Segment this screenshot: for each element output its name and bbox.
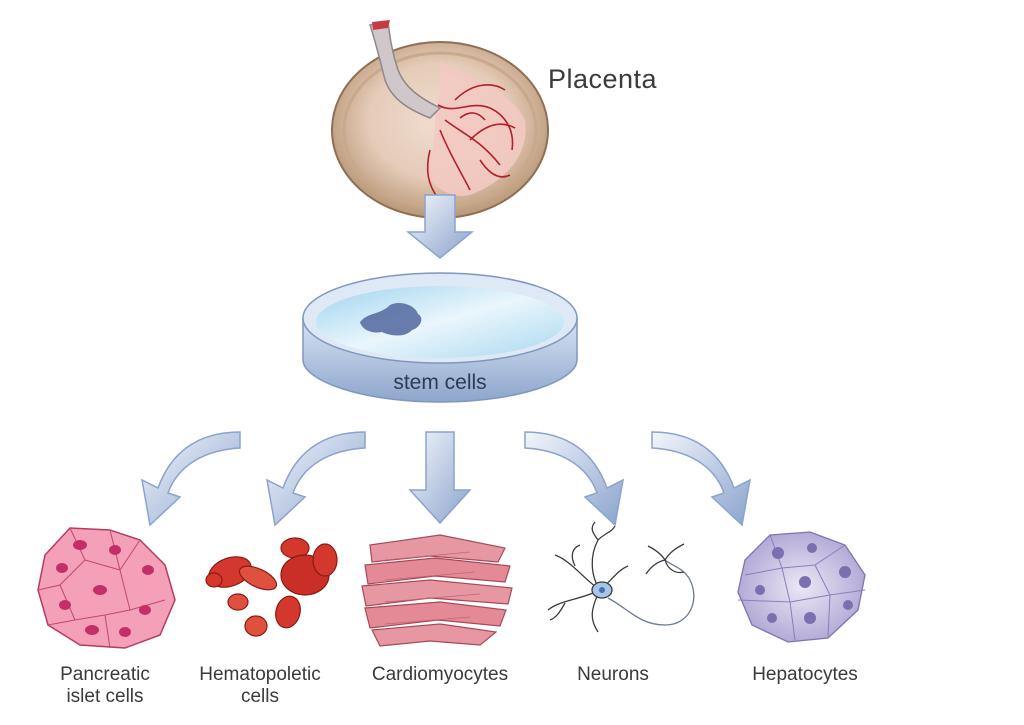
placenta-illustration (331, 20, 549, 219)
hematopoietic-label-line-2: cells (240, 686, 279, 707)
stem-cells-label: stem cells (393, 371, 487, 394)
hepatocytes-label-line-1: Hepatocytes (752, 664, 858, 685)
stem-cell-cluster (360, 303, 422, 336)
arrow-to-cardio (408, 431, 472, 525)
neurons-label: Neurons (563, 664, 663, 686)
arrow-to-hematopoietic (266, 431, 366, 527)
pancreatic-label-line-1: Pancreatic (60, 664, 150, 685)
arrow-placenta-to-dish (405, 194, 475, 259)
pancreatic-label-line-2: islet cells (66, 686, 144, 707)
petri-dish (302, 272, 578, 403)
hematopoietic-label-line-1: Hematopoletic (199, 664, 321, 685)
cardiomyocytes-label: Cardiomyocytes (355, 664, 525, 686)
arrow-to-neurons (524, 431, 624, 527)
differentiation-arrows (141, 431, 751, 527)
placenta-label: Placenta (548, 64, 658, 94)
cardiomyocytes-label-line-1: Cardiomyocytes (371, 664, 509, 685)
pancreatic-cells-illustration (37, 527, 176, 649)
hepatocytes-label: Hepatocytes (740, 664, 870, 686)
pancreatic-label: Pancreatic islet cells (40, 664, 170, 708)
neurons-label-line-1: Neurons (577, 664, 649, 685)
cardiomyocytes-illustration (361, 534, 513, 647)
arrow-to-pancreatic (141, 431, 241, 527)
hematopoietic-cells-illustration (205, 537, 338, 637)
neuron-illustration (547, 521, 695, 633)
arrow-to-hepato (651, 431, 751, 527)
hematopoietic-label: Hematopoletic cells (180, 664, 340, 708)
hepatocytes-illustration (737, 531, 866, 643)
